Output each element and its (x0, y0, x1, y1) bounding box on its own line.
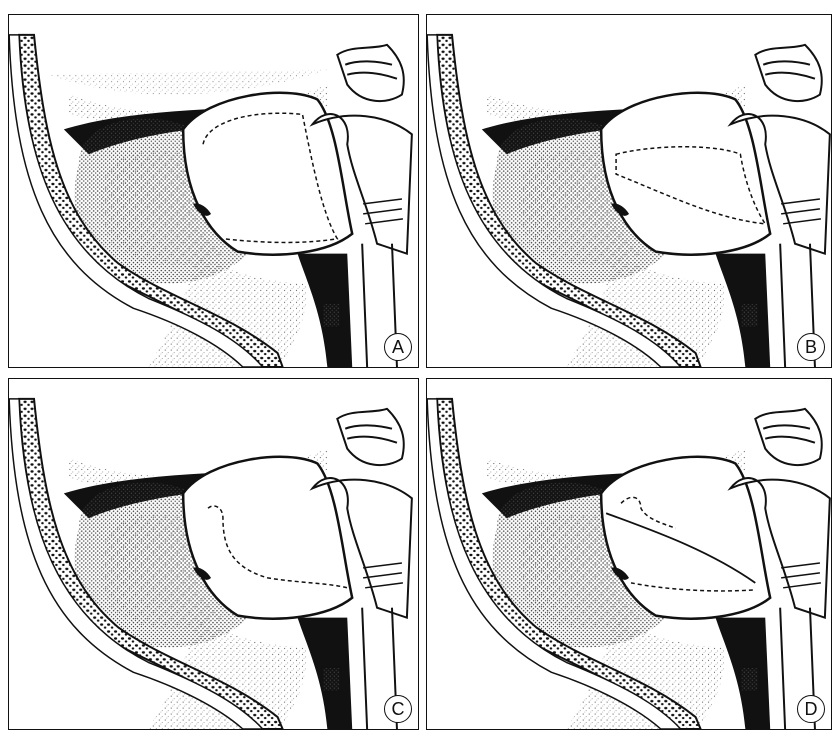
panel-b: B (426, 14, 832, 368)
panel-d: D (426, 378, 832, 730)
anatomy-illustration-c (9, 379, 418, 729)
panel-c: C (8, 378, 419, 730)
anatomy-illustration-a (9, 15, 418, 367)
panel-label-b: B (797, 333, 825, 361)
panel-label-d: D (797, 695, 825, 723)
panel-a: A (8, 14, 419, 368)
anatomy-illustration-d (427, 379, 831, 729)
panel-label-c: C (384, 695, 412, 723)
panel-label-a: A (384, 333, 412, 361)
anatomy-illustration-b (427, 15, 831, 367)
